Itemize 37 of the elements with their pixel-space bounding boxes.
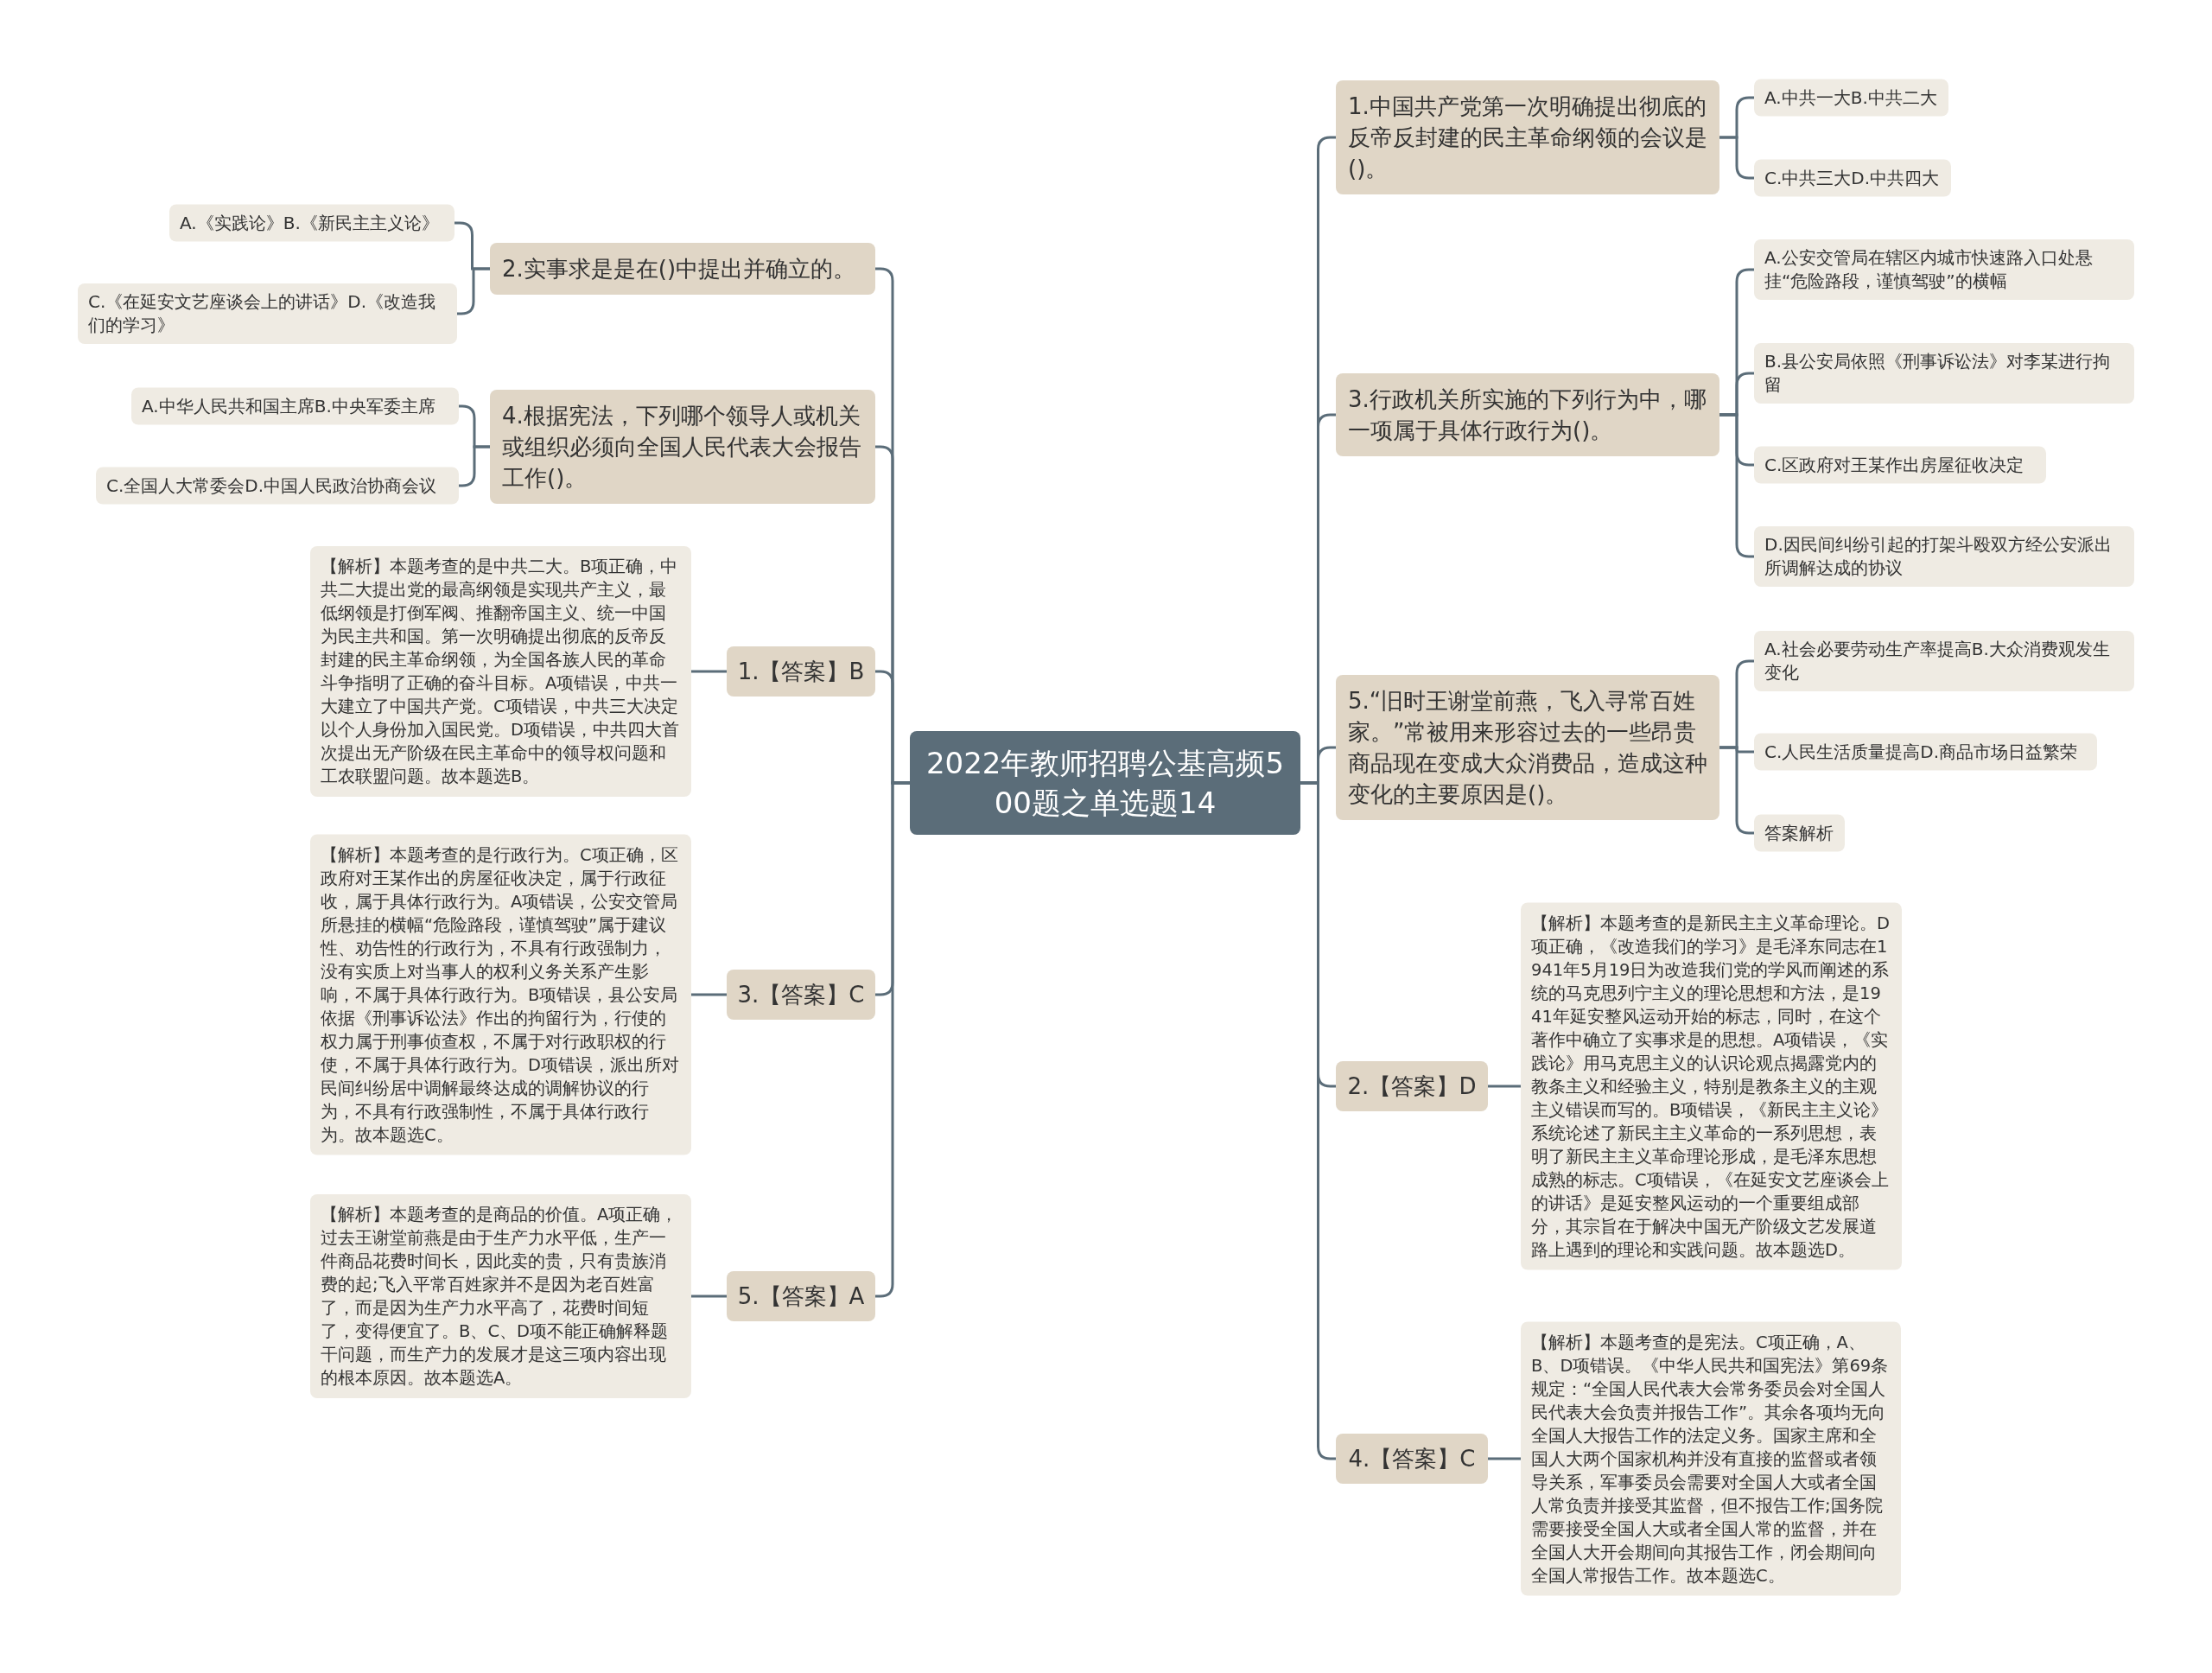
option-box: C.区政府对王某作出房屋征收决定 — [1754, 446, 2046, 484]
answer-label-box: 1.【答案】B — [727, 646, 875, 697]
answer-label-box: 5.【答案】A — [727, 1271, 875, 1321]
connector-line — [1719, 136, 1754, 180]
option-box: A.中共一大B.中共二大 — [1754, 79, 1948, 117]
option-box: D.因民间纠纷引起的打架斗殴双方经公安派出所调解达成的协议 — [1754, 526, 2134, 587]
explanation-box: 【解析】本题考查的是中共二大。B项正确，中共二大提出党的最高纲领是实现共产主义，最低纲领是打倒军阀、推翻帝国主义、统一中国为民主共和国。第一次明确提出彻底的反帝反封建的民主革命纲领，为全国各族人民的革命斗争指明了正确的奋斗目标。A项错误，中共一大建立了中国共产党。C项错误，中共三大决定以个人身份加入国民党。D项错误，中共四大首次提出无产阶级在民主革命中的领导权问题和工农联盟问题。故本题选B。 — [310, 546, 691, 797]
connector-line — [691, 993, 727, 996]
connector-line — [1488, 1085, 1521, 1088]
answer-label-box: 4.【答案】C — [1336, 1434, 1488, 1484]
question-box: 4.根据宪法，下列哪个领导人或机关或组织必须向全国人民代表大会报告工作()。 — [490, 390, 875, 504]
option-box: C.中共三大D.中共四大 — [1754, 159, 1951, 197]
question-box: 5.“旧时王谢堂前燕，飞入寻常百姓家。”常被用来形容过去的一些昂贵商品现在变成大众消费品，造成这种变化的主要原因是()。 — [1336, 675, 1719, 820]
option-box: A.公安交管局在辖区内城市快速路入口处悬挂“危险路段，谨慎驾驶”的横幅 — [1754, 239, 2134, 300]
question-box: 3.行政机关所实施的下列行为中，哪一项属于具体行政行为()。 — [1336, 373, 1719, 456]
option-box: A.《实践论》B.《新民主主义论》 — [169, 204, 454, 242]
option-box: 答案解析 — [1754, 814, 1845, 852]
connector-line — [1488, 1457, 1521, 1460]
question-box: 1.中国共产党第一次明确提出彻底的反帝反封建的民主革命纲领的会议是()。 — [1336, 80, 1719, 194]
answer-label-box: 2.【答案】D — [1336, 1061, 1488, 1111]
option-box: C.人民生活质量提高D.商品市场日益繁荣 — [1754, 733, 2097, 771]
explanation-box: 【解析】本题考查的是新民主主义革命理论。D项正确，《改造我们的学习》是毛泽东同志在1941年5月19日为改造我们党的学风而阐述的系统的马克思列宁主义的理论思想和方法，是1941年延安整风运动开始的标志，同时，在这个著作中确立了实事求是的思想。A项错误，《实践论》用马克思主义的认识论观点揭露党内的教条主义和经验主义，特别是教条主义的主观主义错误而写的。B项错误，《新民主主义论》系统论述了新民主主义革命的一系列思想，表明了新民主主义革命理论形成，是毛泽东思想成熟的标志。C项错误，《在延安文艺座谈会上的讲话》是延安整风运动的一个重要组成部分，其宗旨在于解决中国无产阶级文艺发展道路上遇到的理论和实践问题。故本题选D。 — [1521, 902, 1902, 1270]
connector-line — [457, 267, 490, 315]
question-box: 2.实事求是是在()中提出并确立的。 — [490, 243, 875, 295]
option-box: A.中华人民共和国主席B.中央军委主席 — [131, 387, 459, 425]
option-box: C.《在延安文艺座谈会上的讲话》D.《改造我们的学习》 — [78, 283, 457, 344]
connector-line — [691, 1295, 727, 1298]
explanation-box: 【解析】本题考查的是行政行为。C项正确，区政府对王某作出的房屋征收决定，属于行政征收，属于具体行政行为。A项错误，公安交管局所悬挂的横幅“危险路段，谨慎驾驶”属于建议性、劝告性的行政行为，不具有行政强制力，没有实质上对当事人的权利义务关系产生影响，不属于具体行政行为。B项错误，县公安局依据《刑事诉讼法》作出的拘留行为，行使的权力属于刑事侦查权，不属于对行政职权的行使，不属于具体行政行为。D项错误，派出所对民间纠纷居中调解最终达成的调解协议的行为，不具有行政强制性，不属于具体行政行为。故本题选C。 — [310, 834, 691, 1155]
explanation-box: 【解析】本题考查的是商品的价值。A项正确，过去王谢堂前燕是由于生产力水平低，生产一件商品花费时间长，因此卖的贵，只有贵族消费的起;飞入平常百姓家并不是因为老百姓富了，而是因为生产力水平高了，花费时间短了，变得便宜了。B、C、D项不能正确解释题干问题，而生产力的发展才是这三项内容出现的根本原因。故本题选A。 — [310, 1194, 691, 1398]
option-box: B.县公安局依照《刑事诉讼法》对李某进行拘留 — [1754, 343, 2134, 404]
answer-label-box: 3.【答案】C — [727, 970, 875, 1020]
option-box: A.社会必要劳动生产率提高B.大众消费观发生变化 — [1754, 631, 2134, 691]
central-topic-box: 2022年教师招聘公基高频500题之单选题14 — [910, 731, 1300, 835]
connector-line — [459, 445, 490, 487]
option-box: C.全国人大常委会D.中国人民政治协商会议 — [96, 467, 459, 505]
connector-line — [691, 670, 727, 673]
explanation-box: 【解析】本题考查的是宪法。C项正确，A、B、D项错误。《中华人民共和国宪法》第69条规定：“全国人民代表大会常务委员会对全国人民代表大会负责并报告工作”。其余各项均无向全国人大报告工作的法定义务。国家主席和全国人大两个国家机构并没有直接的监督或者领导关系，军事委员会需要对全国人大或者全国人常负责并接受其监督，但不报告工作;国务院需要接受全国人大或者全国人常的监督，并在全国人大开会期间向其报告工作，闭会期间向全国人常报告工作。故本题选C。 — [1521, 1321, 1901, 1596]
